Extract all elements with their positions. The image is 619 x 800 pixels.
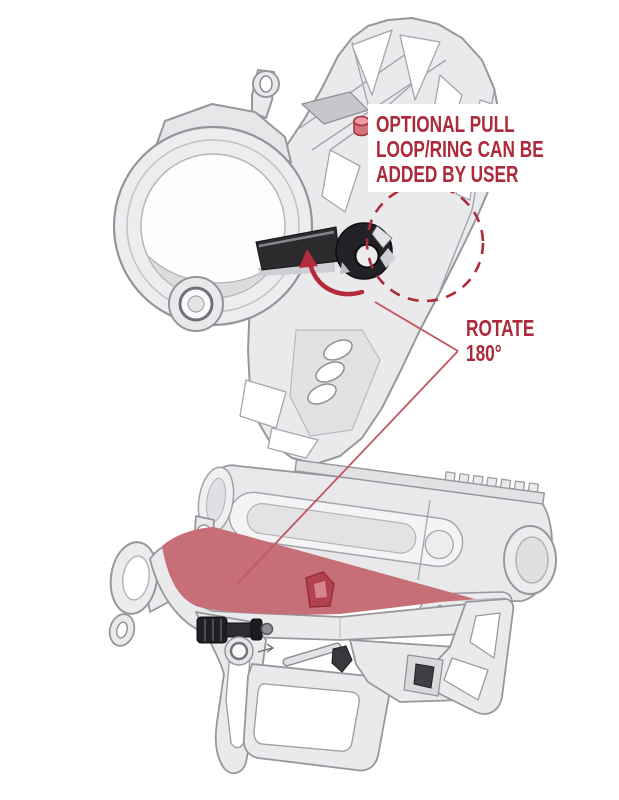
grip-boss [289, 329, 381, 437]
charging-channel [228, 491, 464, 568]
picatinny-rail [294, 459, 546, 505]
safety-selector [224, 636, 275, 666]
leader-lines [236, 301, 459, 585]
eyelet-tab [251, 69, 280, 119]
note-line-1: OPTIONAL PULL [376, 111, 515, 137]
lower-hardware [196, 616, 444, 697]
stock-truss [424, 598, 515, 715]
rotate-line-2: 180° [466, 340, 502, 366]
lightening-holes [307, 339, 353, 405]
pin-tip-highlight [353, 115, 370, 137]
rotation-arrow-icon [299, 249, 365, 297]
pivot-pin-tool [196, 616, 274, 644]
highlight-lug [305, 571, 335, 608]
lower-receiver-art [108, 541, 515, 775]
note-line-2: LOOP/RING CAN BE [376, 136, 544, 162]
note-line-3: ADDED BY USER [376, 161, 519, 187]
sling-boss [168, 276, 224, 332]
red-highlight-region [162, 527, 475, 615]
trigger [331, 645, 353, 673]
rotate-label: ROTATE 180° [466, 316, 557, 366]
takedown-pin-tool [255, 222, 396, 280]
hammer-linkage [403, 654, 444, 697]
rotate-line-1: ROTATE [466, 315, 535, 341]
dashed-highlight-circle [365, 183, 485, 303]
bolt-catch-rod [282, 642, 342, 667]
optional-pull-note: OPTIONAL PULL LOOP/RING CAN BE ADDED BY … [368, 104, 546, 192]
